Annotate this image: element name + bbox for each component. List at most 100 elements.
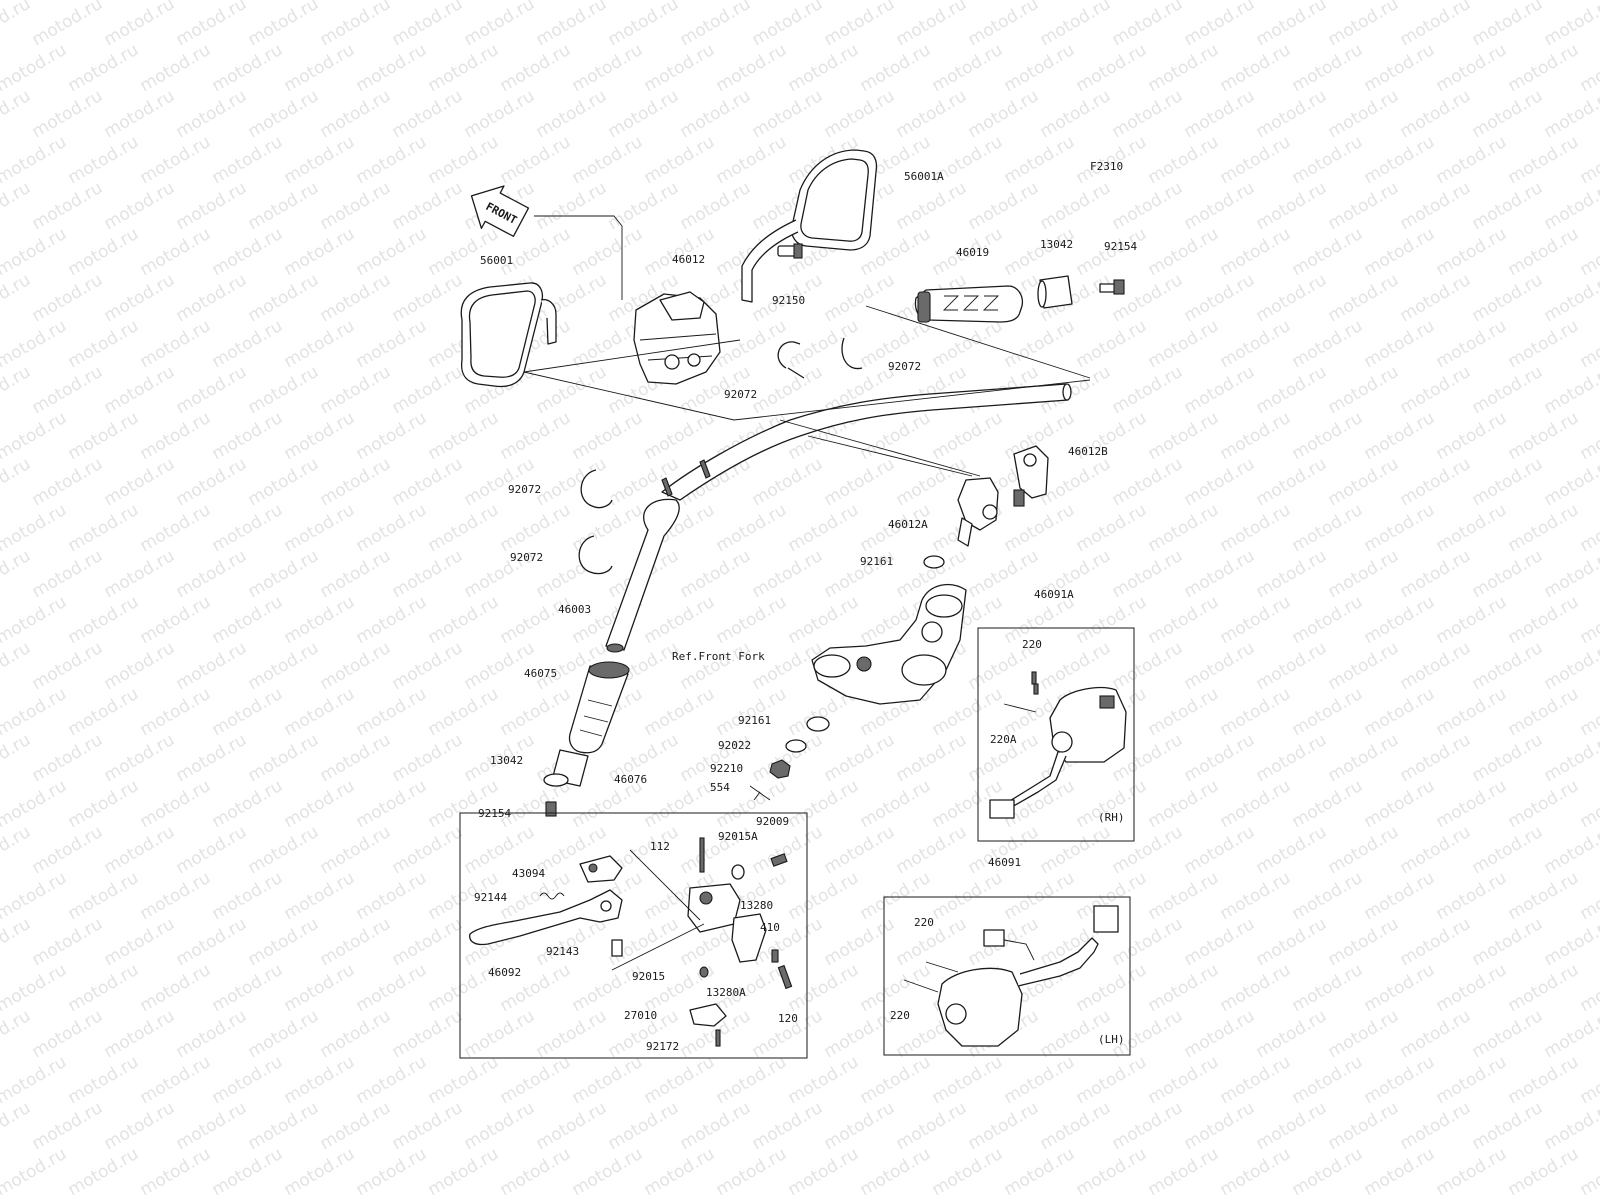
watermark-text: motod.ru bbox=[461, 1006, 539, 1062]
watermark-text: motod.ru bbox=[0, 868, 70, 924]
watermark-text: motod.ru bbox=[317, 86, 395, 142]
label-13280a: 13280A bbox=[706, 986, 746, 999]
watermark-text: motod.ru bbox=[245, 638, 323, 694]
watermark-text: motod.ru bbox=[1325, 0, 1403, 50]
watermark-text: motod.ru bbox=[209, 592, 287, 648]
watermark-text: motod.ru bbox=[605, 86, 683, 142]
watermark-text: motod.ru bbox=[497, 408, 575, 464]
watermark-text: motod.ru bbox=[1289, 316, 1367, 372]
watermark-text: motod.ru bbox=[209, 40, 287, 96]
watermark-text: motod.ru bbox=[65, 224, 143, 280]
mirror-right-56001a bbox=[741, 149, 878, 303]
switch-27010 bbox=[689, 1003, 727, 1027]
watermark-text: motod.ru bbox=[1361, 408, 1439, 464]
watermark-text: motod.ru bbox=[1037, 86, 1115, 142]
watermark-text: motod.ru bbox=[65, 408, 143, 464]
watermark-text: motod.ru bbox=[533, 270, 611, 326]
watermark-text: motod.ru bbox=[605, 178, 683, 234]
watermark-text: motod.ru bbox=[29, 730, 107, 786]
watermark-text: motod.ru bbox=[1577, 1144, 1600, 1200]
watermark-text: motod.ru bbox=[1145, 1144, 1223, 1200]
watermark-text: motod.ru bbox=[29, 454, 107, 510]
label-46012a: 46012A bbox=[888, 518, 928, 531]
watermark-text: motod.ru bbox=[1001, 1144, 1079, 1200]
watermark-text: motod.ru bbox=[353, 868, 431, 924]
watermark-text: motod.ru bbox=[209, 684, 287, 740]
watermark-text: motod.ru bbox=[137, 868, 215, 924]
watermark-text: motod.ru bbox=[785, 40, 863, 96]
watermark-text: motod.ru bbox=[137, 1052, 215, 1108]
watermark-text: motod.ru bbox=[1433, 316, 1511, 372]
watermark-text: motod.ru bbox=[1325, 178, 1403, 234]
label-92161-bottom: 92161 bbox=[738, 714, 771, 727]
watermark-text: motod.ru bbox=[965, 822, 1043, 878]
watermark-text: motod.ru bbox=[1433, 500, 1511, 556]
watermark-text: motod.ru bbox=[425, 1144, 503, 1200]
watermark-text: motod.ru bbox=[1001, 0, 1079, 4]
watermark-text: motod.ru bbox=[569, 224, 647, 280]
watermark-text: motod.ru bbox=[1577, 40, 1600, 96]
grip-46075 bbox=[568, 661, 630, 754]
watermark-text: motod.ru bbox=[1109, 270, 1187, 326]
watermark-text: motod.ru bbox=[173, 270, 251, 326]
watermark-text: motod.ru bbox=[1289, 224, 1367, 280]
screw-220-lh-lower bbox=[903, 979, 939, 993]
watermark-text: motod.ru bbox=[1577, 0, 1600, 4]
watermark-text: motod.ru bbox=[1361, 684, 1439, 740]
watermark-text: motod.ru bbox=[425, 40, 503, 96]
watermark-text: motod.ru bbox=[1217, 684, 1295, 740]
watermark-text: motod.ru bbox=[1217, 408, 1295, 464]
watermark-text: motod.ru bbox=[857, 776, 935, 832]
watermark-text: motod.ru bbox=[425, 776, 503, 832]
watermark-text: motod.ru bbox=[749, 86, 827, 142]
pin-92143 bbox=[611, 939, 623, 957]
watermark-text: motod.ru bbox=[1253, 86, 1331, 142]
watermark-text: motod.ru bbox=[641, 1052, 719, 1108]
watermark-text: motod.ru bbox=[893, 0, 971, 50]
watermark-text: motod.ru bbox=[1397, 270, 1475, 326]
watermark-text: motod.ru bbox=[749, 0, 827, 50]
clamp-92072-b bbox=[841, 337, 863, 370]
screw-220a bbox=[1003, 703, 1037, 713]
lh-switch-box bbox=[883, 896, 1131, 1056]
watermark-text: motod.ru bbox=[677, 178, 755, 234]
watermark-text: motod.ru bbox=[533, 1006, 611, 1062]
watermark-text: motod.ru bbox=[1433, 592, 1511, 648]
callout-labels: 56001A 56001 46012 46019 13042 92154 921… bbox=[474, 170, 1137, 1053]
throttle-grip-46019 bbox=[914, 285, 1024, 323]
watermark-text: motod.ru bbox=[1289, 684, 1367, 740]
watermark-text: motod.ru bbox=[101, 270, 179, 326]
label-46091a: 46091A bbox=[1034, 588, 1074, 601]
watermark-text: motod.ru bbox=[1181, 638, 1259, 694]
watermark-text: motod.ru bbox=[1433, 408, 1511, 464]
watermark-text: motod.ru bbox=[1073, 316, 1151, 372]
watermark-text: motod.ru bbox=[1217, 500, 1295, 556]
watermark-text: motod.ru bbox=[1325, 270, 1403, 326]
watermark-text: motod.ru bbox=[893, 86, 971, 142]
watermark-text: motod.ru bbox=[317, 546, 395, 602]
watermark-text: motod.ru bbox=[929, 1144, 1007, 1200]
watermark-text: motod.ru bbox=[1325, 1098, 1403, 1154]
watermark-text: motod.ru bbox=[929, 0, 1007, 4]
watermark-text: motod.ru bbox=[137, 684, 215, 740]
watermark-text: motod.ru bbox=[1037, 638, 1115, 694]
watermark-text: motod.ru bbox=[1037, 822, 1115, 878]
bar-end-weight-13042-right bbox=[1037, 275, 1073, 309]
watermark-text: motod.ru bbox=[1397, 914, 1475, 970]
watermark-text: motod.ru bbox=[1289, 776, 1367, 832]
watermark-text: motod.ru bbox=[425, 684, 503, 740]
watermark-text: motod.ru bbox=[1361, 224, 1439, 280]
watermark-text: motod.ru bbox=[1433, 224, 1511, 280]
watermark-text: motod.ru bbox=[1253, 0, 1331, 50]
watermark-text: motod.ru bbox=[281, 316, 359, 372]
watermark-text: motod.ru bbox=[821, 454, 899, 510]
washer-92015a bbox=[731, 864, 745, 880]
watermark-text: motod.ru bbox=[1109, 0, 1187, 50]
watermark-text: motod.ru bbox=[1469, 914, 1547, 970]
watermark-text: motod.ru bbox=[29, 0, 107, 50]
watermark-text: motod.ru bbox=[1397, 178, 1475, 234]
watermark-text: motod.ru bbox=[1433, 40, 1511, 96]
watermark-text: motod.ru bbox=[1361, 960, 1439, 1016]
watermark-text: motod.ru bbox=[1109, 546, 1187, 602]
steering-stem-head bbox=[811, 583, 967, 705]
